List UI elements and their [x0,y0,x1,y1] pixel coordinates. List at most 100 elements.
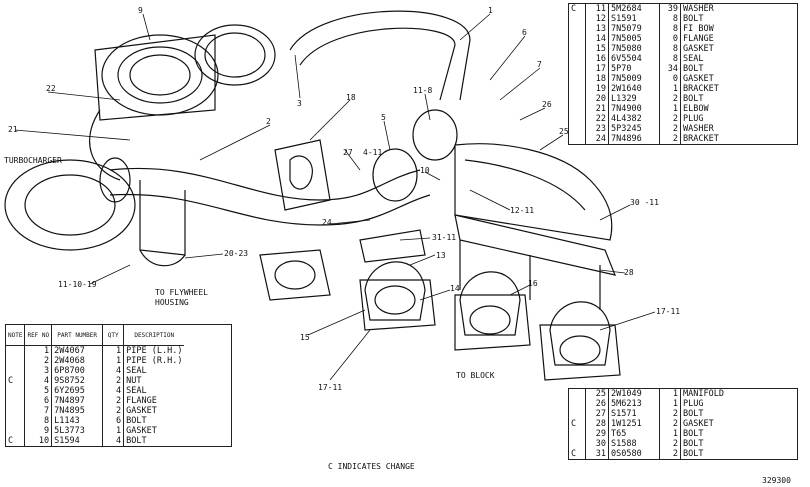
table-cell [569,114,586,124]
callout-17-11-left: 17-11 [318,383,343,392]
table-cell: 8 [659,24,681,34]
table-cell: 31 [585,449,609,459]
table-cell: 21 [585,104,609,114]
table-cell: 4 [102,386,124,396]
table-cell: 2W4068 [51,356,103,366]
turbocharger-label: TURBOCHARGER [4,156,62,165]
callout-1: 1 [488,6,493,15]
table-cell: 2 [102,376,124,386]
table-cell: 2 [102,406,124,416]
table-cell: 0 [659,34,681,44]
table-cell: MANIFOLD [679,389,726,399]
table-cell: BOLT [123,416,185,426]
table-cell: BOLT [679,64,721,74]
table-cell: 1 [659,429,681,439]
table-cell: 26 [585,399,609,409]
callout-3: 3 [297,99,302,108]
table-cell: 6 [24,396,52,406]
table-cell: PLUG [679,114,721,124]
table-cell: S1591 [608,14,660,24]
table-cell [569,64,586,74]
table-cell: PIPE (L.H.) [123,345,185,356]
callout-27: 27 [343,148,353,157]
table-cell: PIPE (R.H.) [123,356,185,366]
table-cell: 2W1640 [608,84,660,94]
table-cell: 0 [659,74,681,84]
table-cell: C [571,449,577,459]
table-cell: BOLT [679,14,721,24]
table-cell: 1W1251 [608,419,660,429]
table-cell: GASKET [679,44,721,54]
table-cell: WASHER [679,124,721,134]
table-cell: 14 [585,34,609,44]
table-cell: GASKET [123,406,185,416]
callout-13: 13 [436,251,446,260]
callout-17-11-right: 17-11 [656,307,681,316]
elbows-drawing [359,261,621,381]
table-header-cell: QTY [102,325,124,346]
table-cell: S1588 [608,439,660,449]
callout-6: 6 [522,28,527,37]
table-cell [6,356,25,366]
table-cell: 20 [585,94,609,104]
callout-25: 25 [559,127,569,136]
table-cell: 17 [585,64,609,74]
table-cell: 2 [659,134,681,144]
callout-24: 24 [322,218,332,227]
callout-28: 28 [624,268,634,277]
table-cell: SEAL [123,366,185,376]
table-cell [569,94,586,104]
table-cell: 23 [585,124,609,134]
table-cell: 2 [659,94,681,104]
table-cell: BOLT [679,429,726,439]
table-cell: 13 [585,24,609,34]
callout-11-10-19: 11-10-19 [58,280,97,289]
callout-16: 16 [528,279,538,288]
table-cell: 28 [585,419,609,429]
table-cell: 2 [659,439,681,449]
table-cell [569,84,586,94]
table-cell [569,54,586,64]
table-cell [569,34,586,44]
table-cell [6,416,25,426]
table-cell: NUT [123,376,185,386]
table-cell: BOLT [679,409,726,419]
callout-7: 7 [537,60,542,69]
table-cell [6,426,25,436]
table-cell: 30 [585,439,609,449]
table-cell: 1 [659,389,681,399]
table-header-cell: PART NUMBER [51,325,103,346]
callout-31-11: 31-11 [432,233,457,242]
table-cell: T65 [608,429,660,439]
table-cell: FLANGE [123,396,185,406]
table-cell: 2W1049 [608,389,660,399]
table-cell: 7N5005 [608,34,660,44]
table-cell: 2 [659,419,681,429]
table-cell: PLUG [679,399,726,409]
table-cell: 15 [585,44,609,54]
table-cell: GASKET [679,419,726,429]
table-cell: C [8,376,14,386]
table-cell: 8 [659,14,681,24]
illustration-code: 329300 [762,476,791,485]
to-flywheel-label: TO FLYWHEEL [155,288,208,297]
table-cell: 2 [659,449,681,459]
table-cell [569,439,586,449]
table-cell [569,104,586,114]
